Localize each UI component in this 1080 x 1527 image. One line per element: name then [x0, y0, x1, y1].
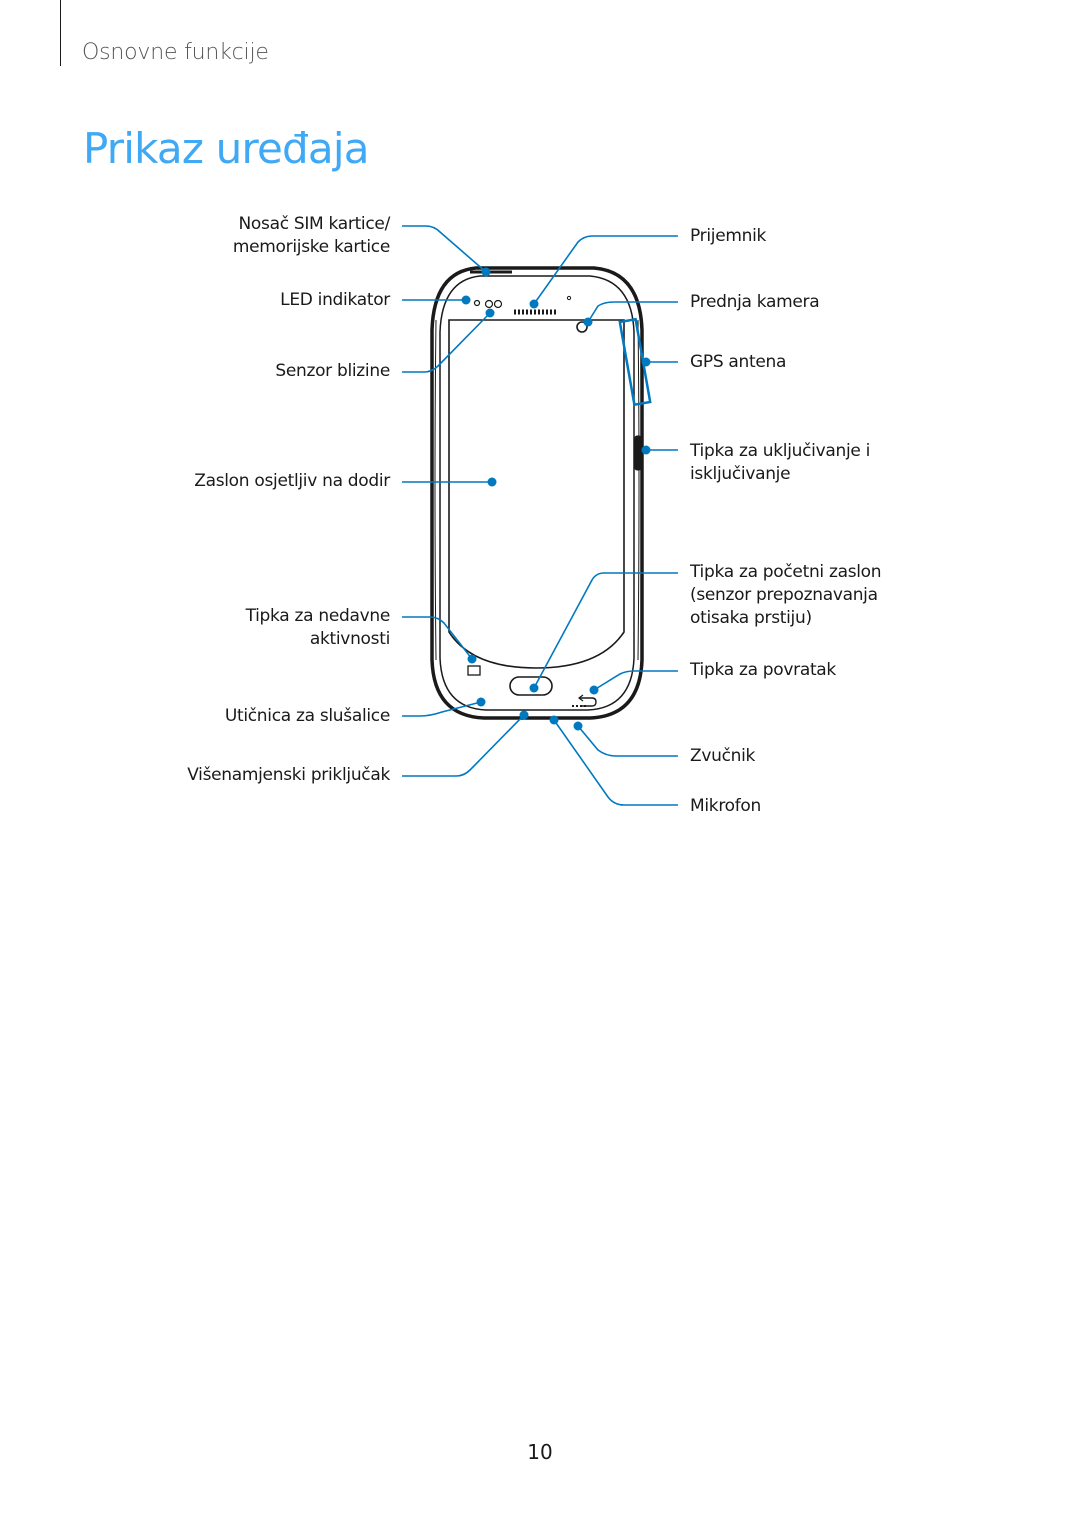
screen-edge-left: [434, 319, 437, 661]
back-key-arrow: [578, 694, 584, 702]
dot-proximity: [485, 308, 495, 318]
label-power-key: Tipka za uključivanje i isključivanje: [690, 441, 871, 484]
page-title: Prikaz uređaja: [83, 124, 369, 173]
section-header: Osnovne funkcije: [82, 40, 269, 65]
dot-receiver: [529, 299, 539, 309]
callout-multipurpose-jack: [402, 714, 525, 777]
header-rule: [60, 0, 61, 66]
label-front-camera: Prednja kamera: [690, 292, 820, 312]
dot-led: [461, 295, 471, 305]
proximity-sensor-left: [484, 299, 494, 309]
back-key-glyph: [580, 697, 597, 707]
label-receiver: Prijemnik: [690, 226, 767, 246]
dot-microphone: [549, 715, 559, 725]
label-earphone-jack: Utičnica za slušalice: [224, 706, 390, 726]
dot-back-key: [589, 685, 599, 695]
dot-multipurpose-jack: [519, 710, 529, 720]
dot-power-key: [641, 445, 651, 455]
label-multipurpose-jack: Višenamjenski priključak: [187, 765, 390, 785]
front-camera-dot: [566, 295, 572, 301]
callout-speaker: [577, 725, 678, 757]
label-recent-apps-key: Tipka za nedavne aktivnosti: [245, 606, 391, 649]
dot-home-key: [529, 683, 539, 693]
label-microphone: Mikrofon: [690, 796, 762, 816]
dot-speaker: [573, 721, 583, 731]
callout-receiver: [533, 235, 678, 305]
dot-sim-tray: [481, 267, 491, 277]
label-speaker: Zvučnik: [690, 746, 756, 766]
front-camera-lens: [576, 321, 588, 333]
callout-sim-tray: [402, 225, 487, 273]
phone-outer-frame: [430, 266, 644, 720]
callout-earphone-jack: [402, 701, 482, 717]
dot-front-camera: [583, 317, 593, 327]
power-key-button: [634, 435, 642, 471]
screen-edge-right: [637, 319, 640, 661]
label-touchscreen: Zaslon osjetljiv na dodir: [194, 471, 390, 491]
proximity-sensor-right: [493, 299, 503, 309]
page-number: 10: [527, 1440, 553, 1464]
dot-gps-antenna: [641, 357, 651, 367]
callout-front-camera: [587, 301, 678, 323]
callout-dots: [461, 267, 651, 731]
screen-display: [448, 319, 625, 669]
dot-touchscreen: [487, 477, 497, 487]
dot-earphone-jack: [476, 697, 486, 707]
callout-proximity: [402, 312, 491, 373]
label-led-indicator: LED indikator: [280, 290, 390, 310]
home-key-button: [509, 676, 553, 696]
phone-illustration: [430, 266, 644, 720]
callout-lines: [402, 225, 678, 806]
callout-back-key: [593, 670, 678, 691]
label-proximity-sensor: Senzor blizine: [275, 361, 390, 381]
recent-apps-glyph: [467, 665, 481, 676]
dot-recent-apps: [467, 654, 477, 664]
callout-home-key: [533, 572, 678, 689]
label-gps-antenna: GPS antena: [690, 352, 787, 372]
label-back-key: Tipka za povratak: [690, 660, 836, 680]
callout-recent-apps: [402, 616, 473, 660]
label-sim-tray: Nosač SIM kartice/ memorijske kartice: [232, 214, 390, 257]
label-home-key: Tipka za početni zaslon (senzor prepozna…: [690, 562, 882, 628]
callout-microphone: [553, 719, 678, 806]
phone-inner-bezel: [439, 275, 635, 711]
led-indicator-light: [473, 299, 481, 307]
